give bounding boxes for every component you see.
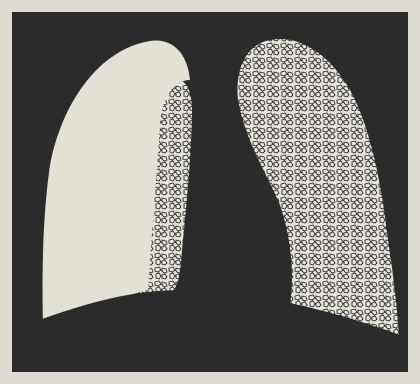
lung-illustration [0,0,420,384]
